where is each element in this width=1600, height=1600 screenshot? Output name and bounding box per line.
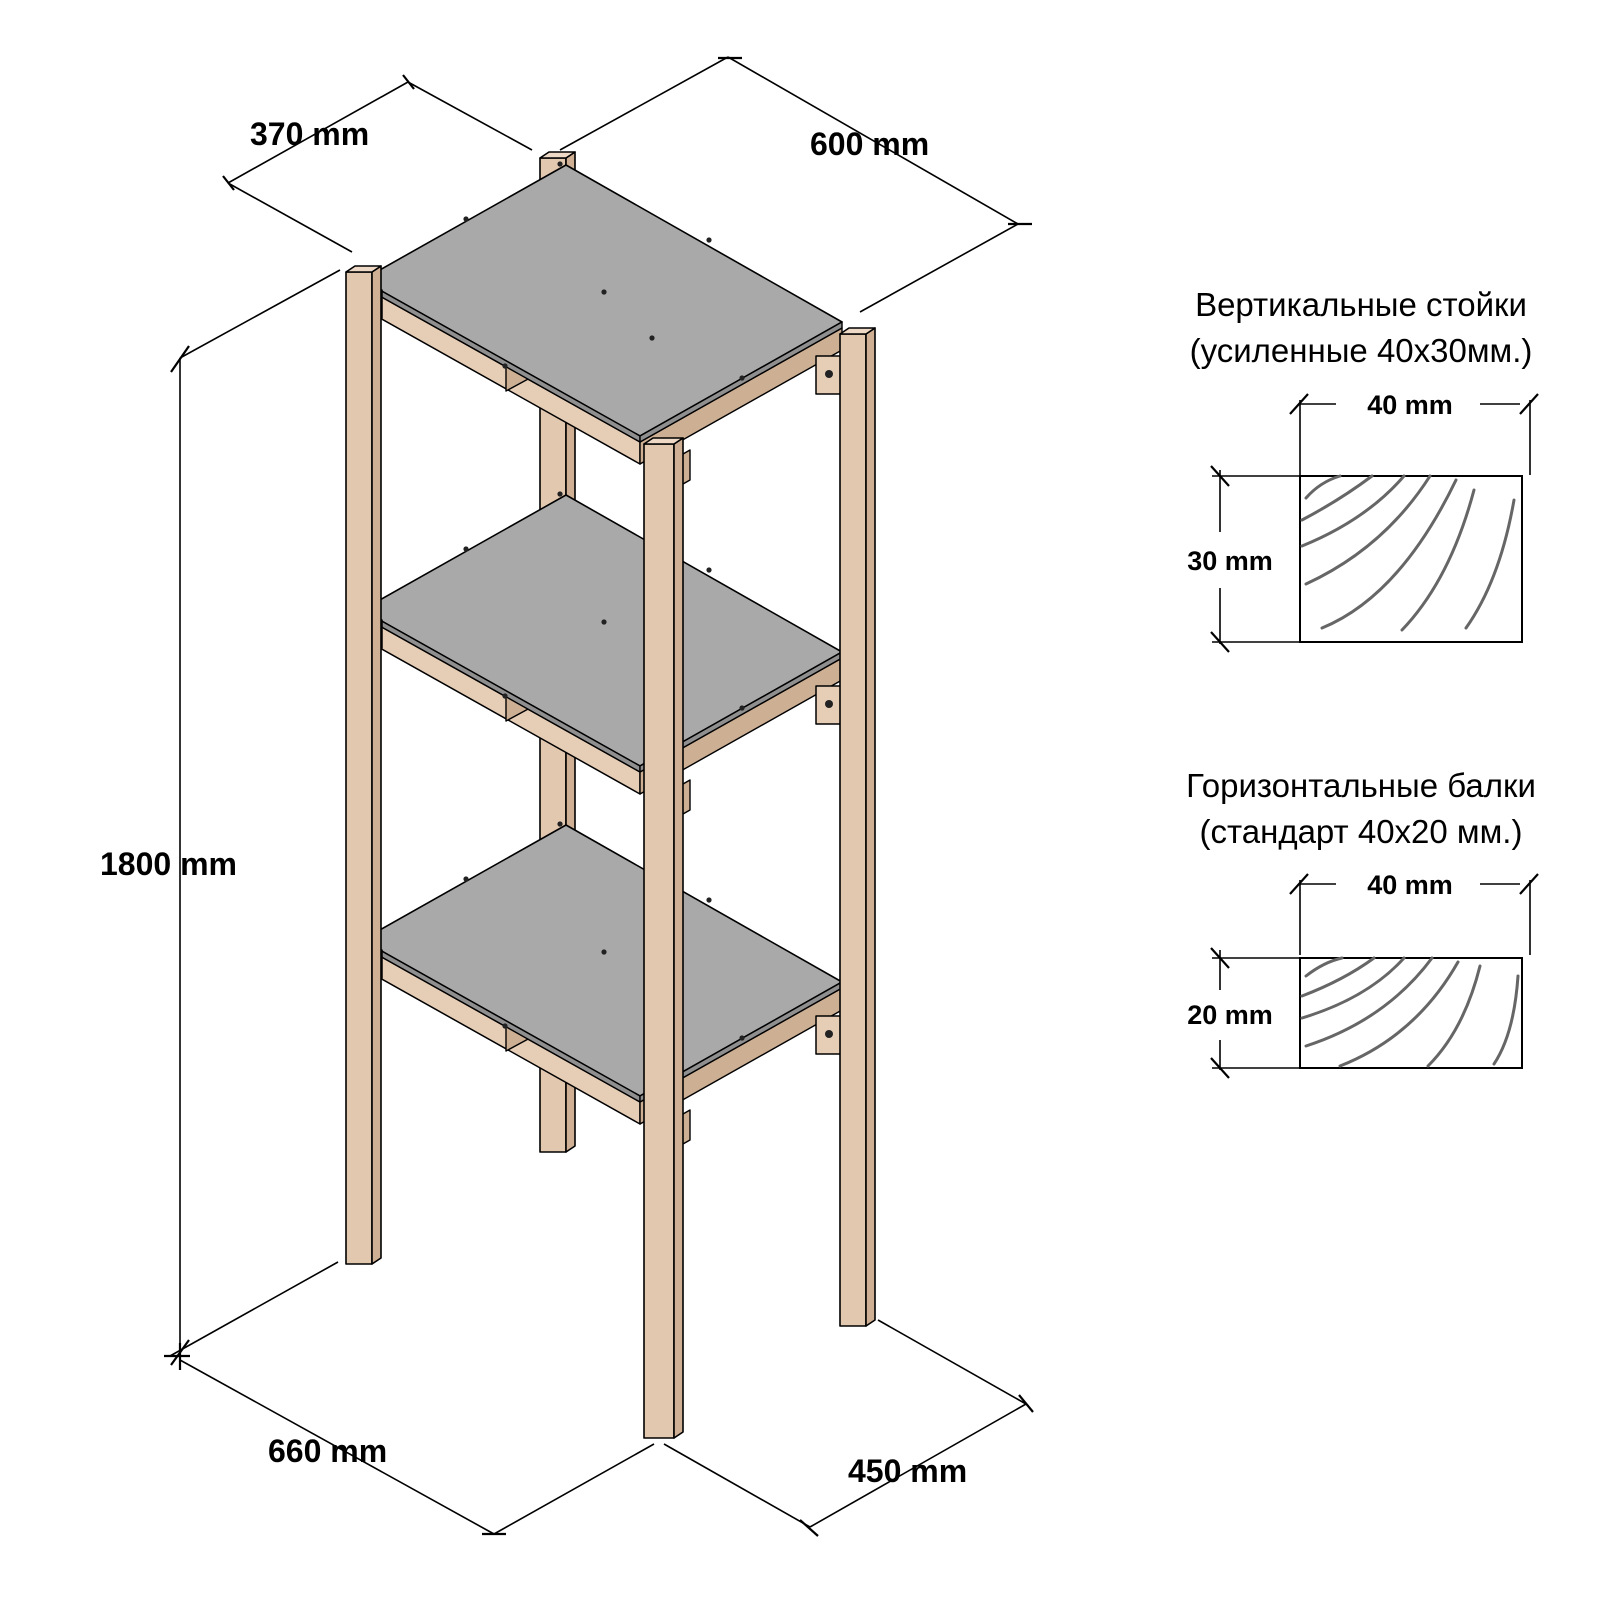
shelf-middle — [355, 491, 843, 819]
shelf-middle-screw — [502, 693, 508, 699]
post-front — [643, 437, 684, 1439]
shelf-bottom-screw — [706, 897, 712, 903]
section-posts-width: 40 mm — [1367, 390, 1453, 420]
post-left — [345, 265, 382, 1265]
section-posts-height: 30 mm — [1187, 546, 1273, 576]
shelf-middle-screw — [601, 619, 607, 625]
post-left-front — [345, 271, 373, 1265]
shelf-middle-board — [361, 494, 843, 767]
section-horizontal-beams: Горизонтальные балки (стандарт 40х20 мм.… — [1186, 767, 1539, 1079]
shelf-top-bolt-right — [825, 370, 833, 378]
post-right — [839, 327, 876, 1327]
post-back-top — [539, 151, 576, 159]
shelf-top-edge-right — [639, 321, 843, 443]
shelf-top-screw — [601, 289, 607, 295]
shelf-bottom-screw — [463, 876, 469, 882]
post-left-side — [371, 265, 382, 1265]
section-beams-height: 20 mm — [1187, 1000, 1273, 1030]
section-beams-width: 40 mm — [1367, 870, 1453, 900]
dimension-lines — [164, 56, 1034, 1537]
shelf-bottom-screw — [557, 821, 563, 827]
post-front-side — [673, 437, 684, 1439]
shelf-middle-screw — [706, 567, 712, 573]
shelf-bottom — [355, 821, 843, 1149]
section-posts-title: Вертикальные стойки — [1195, 286, 1527, 323]
shelf-bottom-bolt-right — [825, 1030, 833, 1038]
shelf-top-screw — [557, 161, 563, 167]
dim-height: 1800 mm — [100, 846, 237, 882]
shelf-top-screw — [463, 216, 469, 222]
post-right-front — [839, 333, 867, 1327]
shelf-top-screw — [502, 363, 508, 369]
dim-depth-bottom: 450 mm — [848, 1453, 967, 1489]
shelf-top-screw — [706, 237, 712, 243]
section-vertical-posts: Вертикальные стойки (усиленные 40х30мм.)… — [1187, 286, 1539, 653]
shelf-middle-screw — [739, 705, 745, 711]
shelf-top-screw — [739, 375, 745, 381]
post-front-top — [643, 437, 684, 445]
shelf-bottom-screw — [739, 1035, 745, 1041]
section-posts-subtitle: (усиленные 40х30мм.) — [1190, 332, 1533, 369]
shelf-unit — [345, 151, 876, 1439]
post-right-top — [839, 327, 876, 335]
dim-width-top: 600 mm — [810, 126, 929, 162]
shelf-bottom-screw — [601, 949, 607, 955]
shelf-bottom-board — [361, 824, 843, 1097]
section-beams-title: Горизонтальные балки — [1186, 767, 1536, 804]
beam-cross-section — [1299, 957, 1523, 1069]
shelf-middle-bolt-right — [825, 700, 833, 708]
shelf-top-screw — [649, 335, 655, 341]
shelf-middle-screw — [557, 491, 563, 497]
post-front-front — [643, 443, 675, 1439]
post-right-side — [865, 327, 876, 1327]
shelf-bottom-screw — [502, 1023, 508, 1029]
post-wood-grain — [1300, 474, 1516, 632]
beam-wood-grain — [1300, 956, 1520, 1068]
dim-depth-top: 370 mm — [250, 116, 369, 152]
dim-width-bottom: 660 mm — [268, 1433, 387, 1469]
section-beams-subtitle: (стандарт 40х20 мм.) — [1200, 813, 1523, 850]
post-left-top — [345, 265, 382, 273]
shelf-middle-screw — [463, 546, 469, 552]
shelf-top-board — [361, 164, 843, 437]
shelf-top — [355, 161, 843, 489]
